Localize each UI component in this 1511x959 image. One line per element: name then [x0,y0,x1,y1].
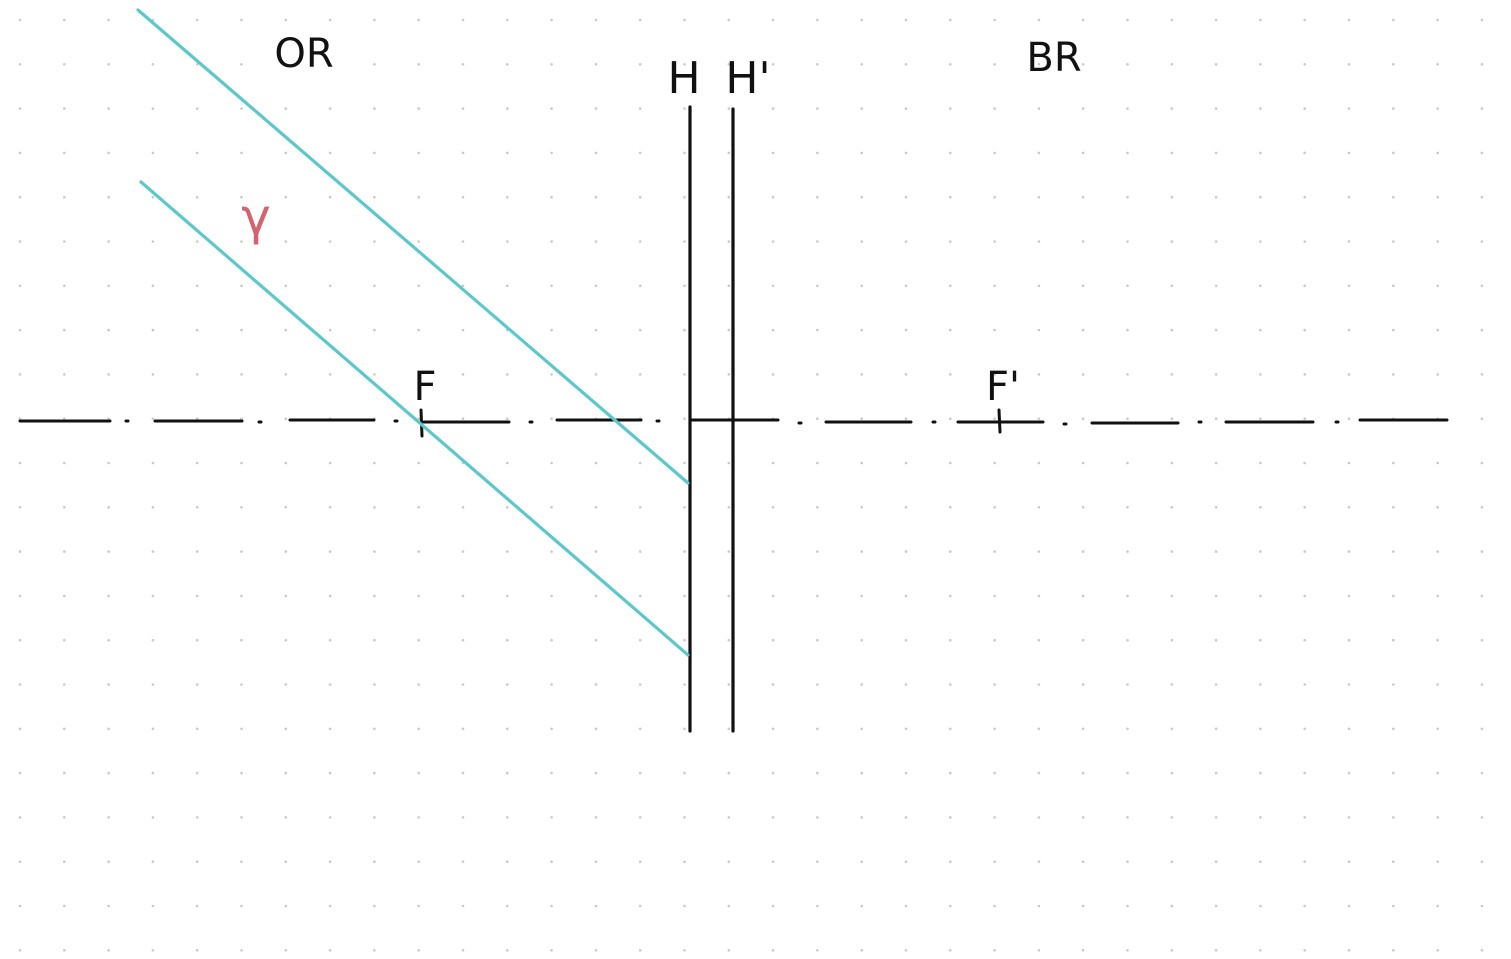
object-space-label: OR [274,31,333,77]
dot-grid [18,18,1484,952]
image-space-label: BR [1026,35,1081,81]
focal-point-f-label: F [413,364,436,410]
upper-ray [136,8,690,485]
lower-ray [139,180,690,657]
angle-gamma-label: γ [241,188,271,246]
principal-plane-h-label: H [667,53,700,104]
focal-point-f-prime-label: F' [986,364,1020,410]
focal-tick-f-prime [997,408,1002,434]
principal-plane-h-prime-label: H' [725,53,770,104]
